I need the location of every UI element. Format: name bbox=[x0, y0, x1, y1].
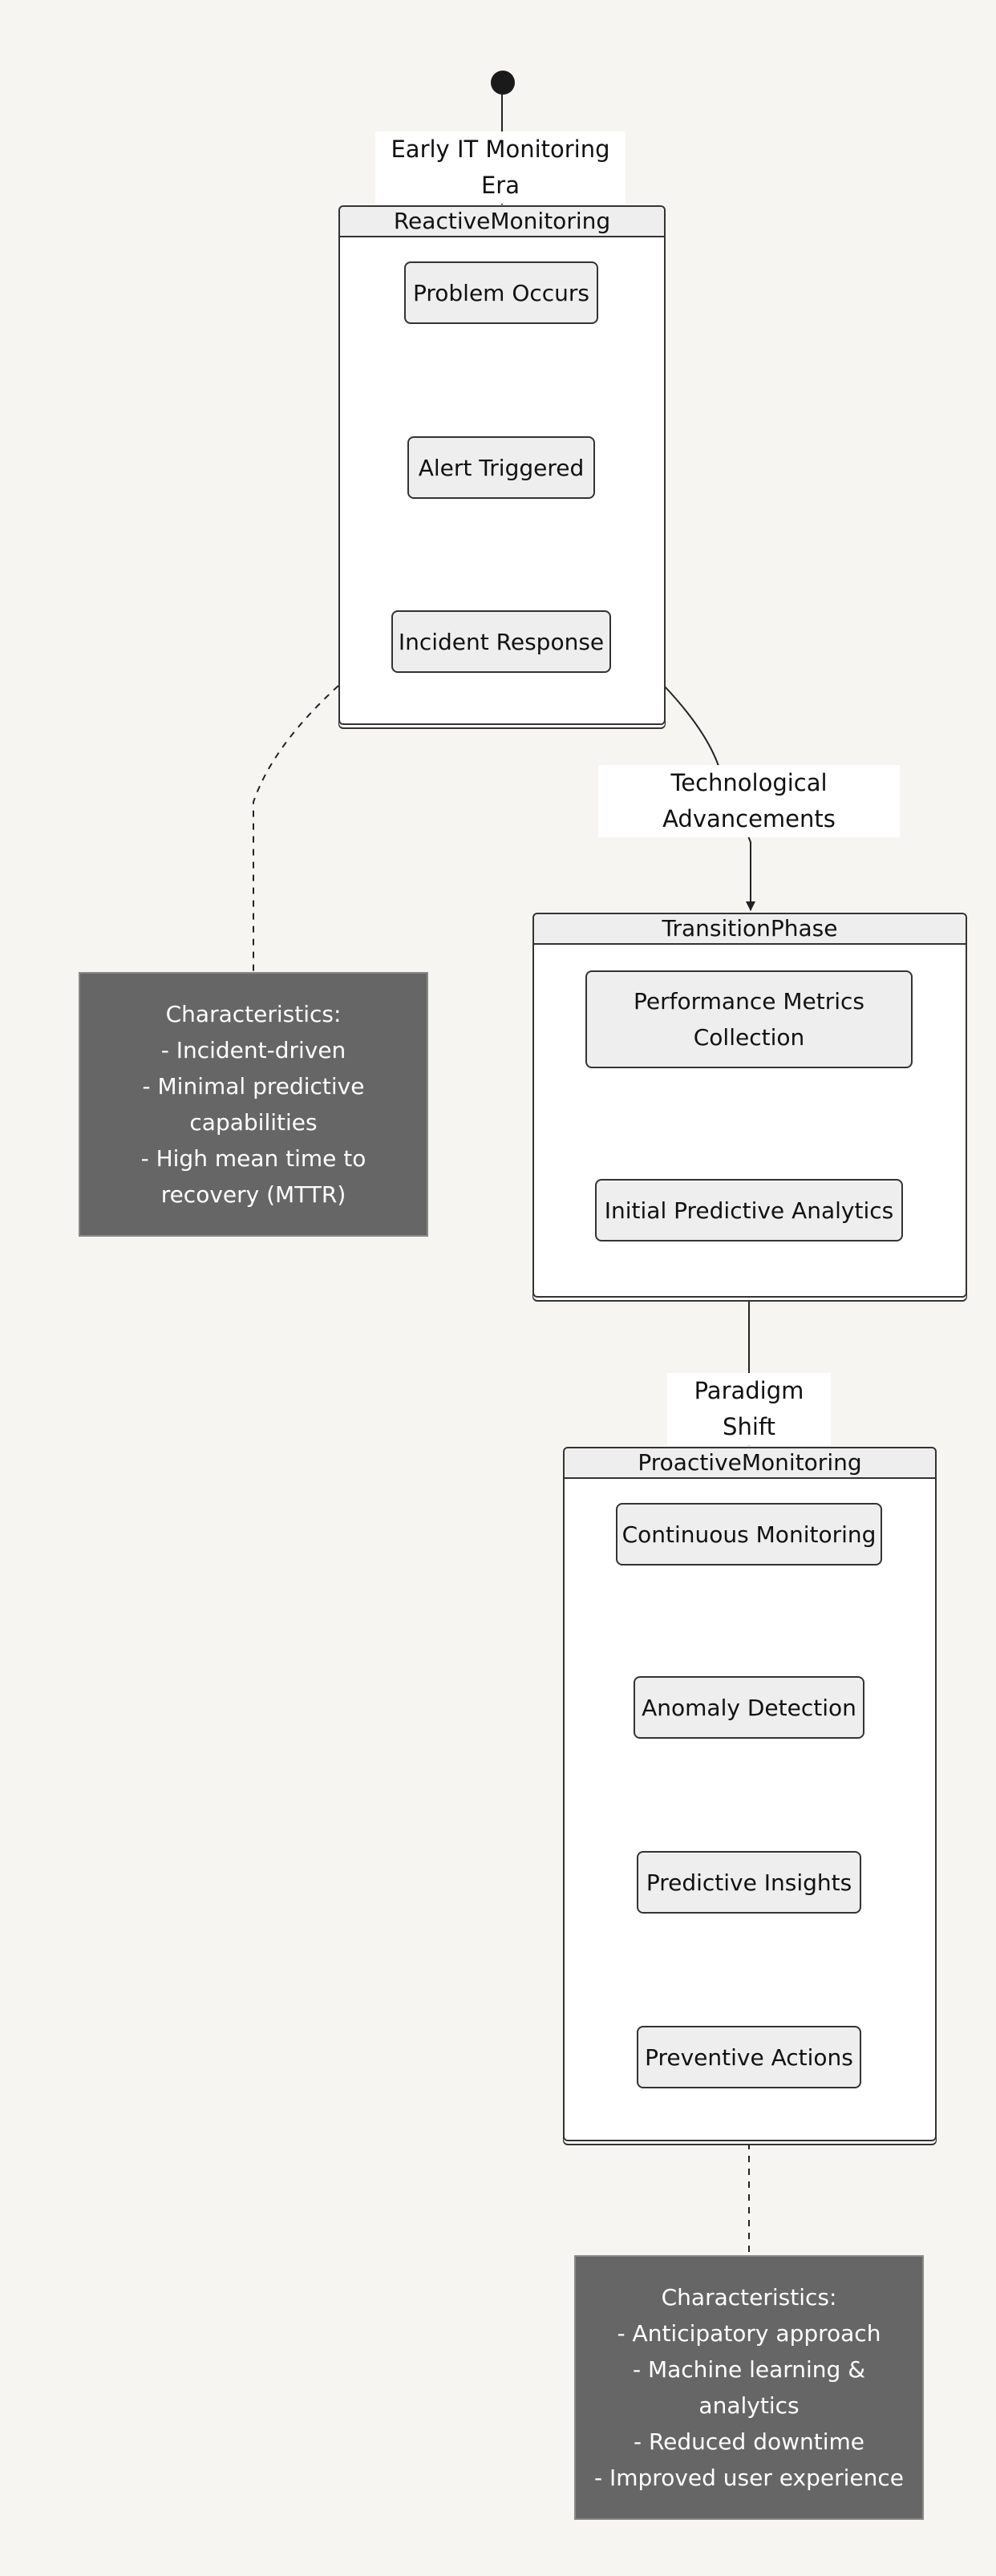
note-line: - Incident-driven bbox=[160, 1037, 346, 1063]
composite-title: ReactiveMonitoring bbox=[340, 207, 664, 237]
label-paradigm-shift: Paradigm Shift bbox=[667, 1373, 831, 1445]
label-line: Technological bbox=[670, 769, 828, 796]
composite-title: ProactiveMonitoring bbox=[565, 1448, 935, 1479]
note-line: Characteristics: bbox=[661, 2284, 837, 2311]
state-problem-occurs: Problem Occurs bbox=[404, 261, 598, 324]
state-anomaly-detection: Anomaly Detection bbox=[634, 1676, 864, 1739]
note-line: capabilities bbox=[189, 1109, 318, 1136]
state-continuous-monitoring: Continuous Monitoring bbox=[616, 1503, 882, 1565]
note-line: - Improved user experience bbox=[594, 2465, 904, 2491]
note-line: Characteristics: bbox=[165, 1001, 342, 1027]
state-predictive-insights: Predictive Insights bbox=[637, 1851, 861, 1914]
state-preventive-actions: Preventive Actions bbox=[637, 2026, 861, 2088]
note-line: - Machine learning & bbox=[632, 2356, 866, 2383]
state-performance-metrics-collection: Performance Metrics Collection bbox=[585, 970, 913, 1068]
state-line: Collection bbox=[693, 1024, 805, 1051]
state-incident-response: Incident Response bbox=[391, 610, 611, 673]
note-line: - Anticipatory approach bbox=[617, 2320, 881, 2347]
note-proactive-characteristics: Characteristics: - Anticipatory approach… bbox=[574, 2255, 924, 2520]
note-line: - Minimal predictive bbox=[142, 1073, 365, 1100]
state-alert-triggered: Alert Triggered bbox=[407, 436, 595, 499]
note-reactive-characteristics: Characteristics: - Incident-driven - Min… bbox=[79, 972, 428, 1237]
note-line: analytics bbox=[698, 2392, 800, 2419]
note-line: recovery (MTTR) bbox=[160, 1181, 346, 1208]
label-early-it-monitoring-era: Early IT Monitoring Era bbox=[375, 132, 626, 204]
note-link-reactive bbox=[253, 685, 339, 972]
start-state bbox=[491, 71, 515, 95]
note-line: - High mean time to bbox=[140, 1145, 366, 1172]
state-line: Performance Metrics bbox=[634, 988, 864, 1015]
state-initial-predictive-analytics: Initial Predictive Analytics bbox=[595, 1179, 903, 1241]
label-technological-advancements: Technological Advancements bbox=[598, 765, 900, 837]
composite-title: TransitionPhase bbox=[534, 914, 966, 945]
label-line: Advancements bbox=[662, 805, 836, 832]
note-line: - Reduced downtime bbox=[633, 2428, 865, 2455]
